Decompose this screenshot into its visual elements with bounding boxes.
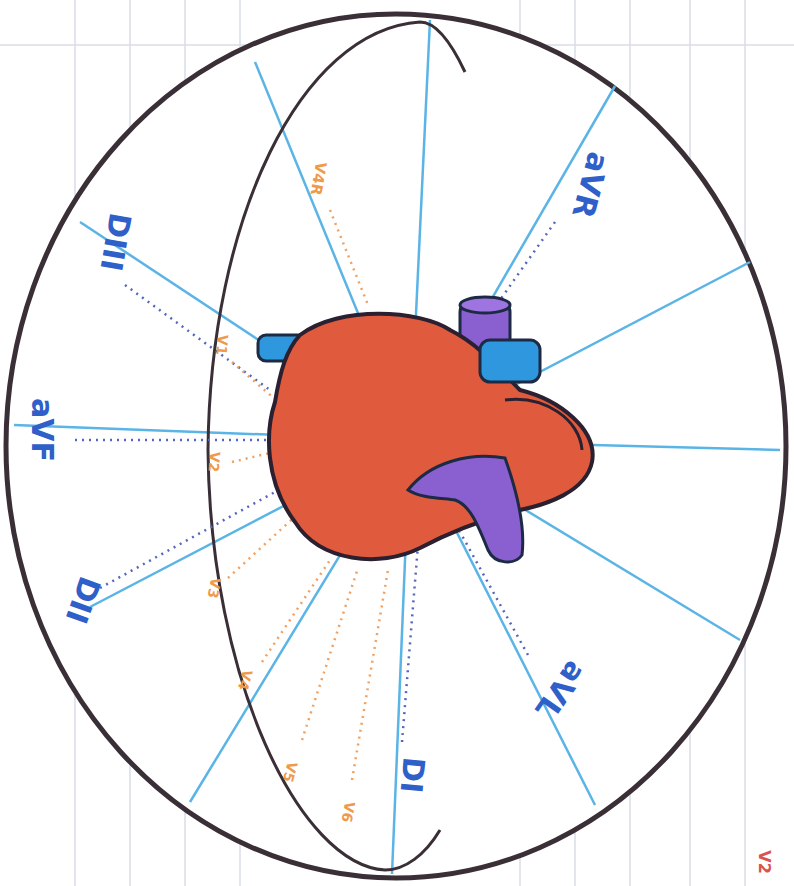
pulmonary-vessel <box>480 340 540 382</box>
outer-circle <box>6 14 786 878</box>
lead-axes <box>14 20 780 874</box>
lead-label: DIII <box>95 211 135 274</box>
lead-label: DI <box>396 756 429 795</box>
precordial-lead-label: V1 <box>214 334 230 356</box>
heart-contour <box>505 399 582 450</box>
precordial-lead-label: V6 <box>339 801 356 824</box>
lead-label: aVF <box>27 398 57 462</box>
inferior-vessel <box>408 456 523 562</box>
heart <box>269 314 593 559</box>
lead-label: V2 <box>756 850 772 874</box>
precordial-lead-label: V4R <box>308 160 329 196</box>
precordial-lead-label: V3 <box>205 577 222 600</box>
vessel-opening <box>460 297 510 313</box>
precordial-lead-label: V2 <box>206 451 222 473</box>
